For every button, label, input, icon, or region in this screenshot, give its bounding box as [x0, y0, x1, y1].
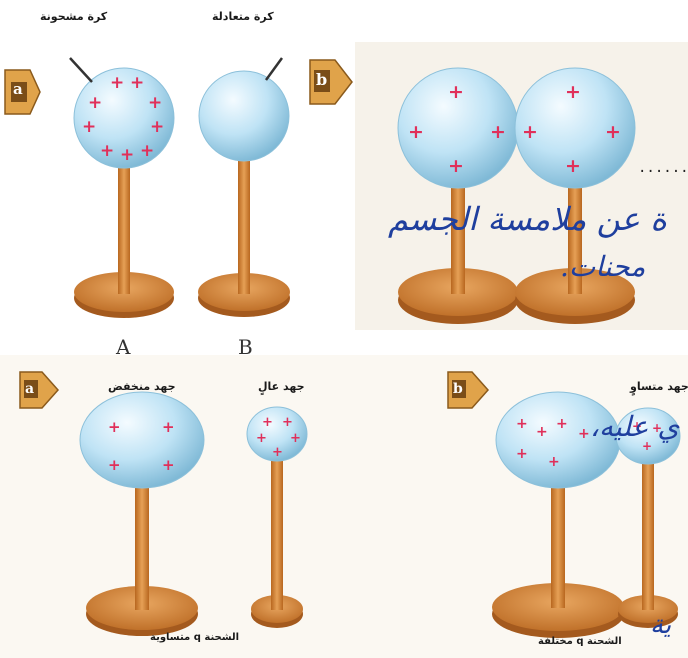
- svg-text:+: +: [578, 426, 590, 442]
- svg-text:+: +: [150, 117, 164, 137]
- svg-text:+: +: [82, 117, 96, 137]
- tag-a-top-letter: a: [13, 80, 23, 98]
- svg-text:+: +: [548, 454, 560, 470]
- svg-text:+: +: [256, 431, 267, 446]
- svg-text:+: +: [565, 155, 581, 177]
- sphere-low-potential: [80, 392, 204, 488]
- neutral-sphere-label: كرة متعادلة: [212, 10, 274, 23]
- svg-text:+: +: [148, 93, 162, 113]
- svg-text:+: +: [108, 456, 121, 474]
- svg-text:+: +: [536, 424, 548, 440]
- tag-a-bottom-letter: a: [25, 381, 34, 397]
- svg-text:+: +: [88, 93, 102, 113]
- svg-text:+: +: [516, 446, 528, 462]
- stand-sphere-b: [198, 160, 290, 317]
- dotted-line: ......: [638, 160, 688, 176]
- svg-text:+: +: [130, 73, 144, 93]
- svg-text:+: +: [108, 418, 121, 436]
- svg-text:+: +: [565, 81, 581, 103]
- tag-b-bottom-letter: b: [453, 381, 463, 397]
- charged-sphere-label: كرة مشحونة: [40, 10, 107, 23]
- svg-text:+: +: [140, 141, 154, 161]
- high-potential-label: جهد عالٍ: [258, 380, 305, 393]
- svg-text:+: +: [162, 456, 175, 474]
- equal-potential-label: جهد متساوٍ: [630, 380, 688, 393]
- low-potential-label: جهد منخفض: [108, 380, 176, 393]
- svg-text:+: +: [490, 121, 506, 143]
- handwriting-bottom-corner: ية: [650, 610, 671, 640]
- tag-b-top-letter: b: [316, 70, 327, 89]
- sphere-a-letter: A: [116, 335, 130, 359]
- svg-text:+: +: [605, 121, 621, 143]
- svg-text:+: +: [282, 415, 293, 430]
- svg-text:+: +: [110, 73, 124, 93]
- svg-text:+: +: [120, 145, 134, 165]
- stand-sphere-a: [74, 162, 174, 318]
- svg-text:+: +: [162, 418, 175, 436]
- charge-equal-caption: الشحنة q متساوية: [150, 632, 239, 643]
- svg-text:+: +: [272, 445, 283, 460]
- svg-text:+: +: [522, 121, 538, 143]
- handwriting-line-2: محنات.: [560, 250, 645, 283]
- handwriting-line-1: ة عن ملامسة الجسم: [388, 200, 667, 238]
- svg-text:+: +: [448, 81, 464, 103]
- handwriting-bottom-right: ي عليه،: [590, 410, 679, 443]
- sphere-b: [199, 71, 289, 161]
- svg-text:+: +: [516, 416, 528, 432]
- svg-text:+: +: [448, 155, 464, 177]
- pointer-line-neutral: [266, 58, 282, 80]
- svg-text:+: +: [100, 141, 114, 161]
- svg-text:+: +: [262, 415, 273, 430]
- pointer-line-charged: [70, 58, 92, 82]
- sphere-b-letter: B: [238, 335, 253, 359]
- svg-text:+: +: [556, 416, 568, 432]
- svg-text:+: +: [408, 121, 424, 143]
- charge-different-caption: الشحنة q مختلفة: [538, 636, 622, 647]
- svg-text:+: +: [290, 431, 301, 446]
